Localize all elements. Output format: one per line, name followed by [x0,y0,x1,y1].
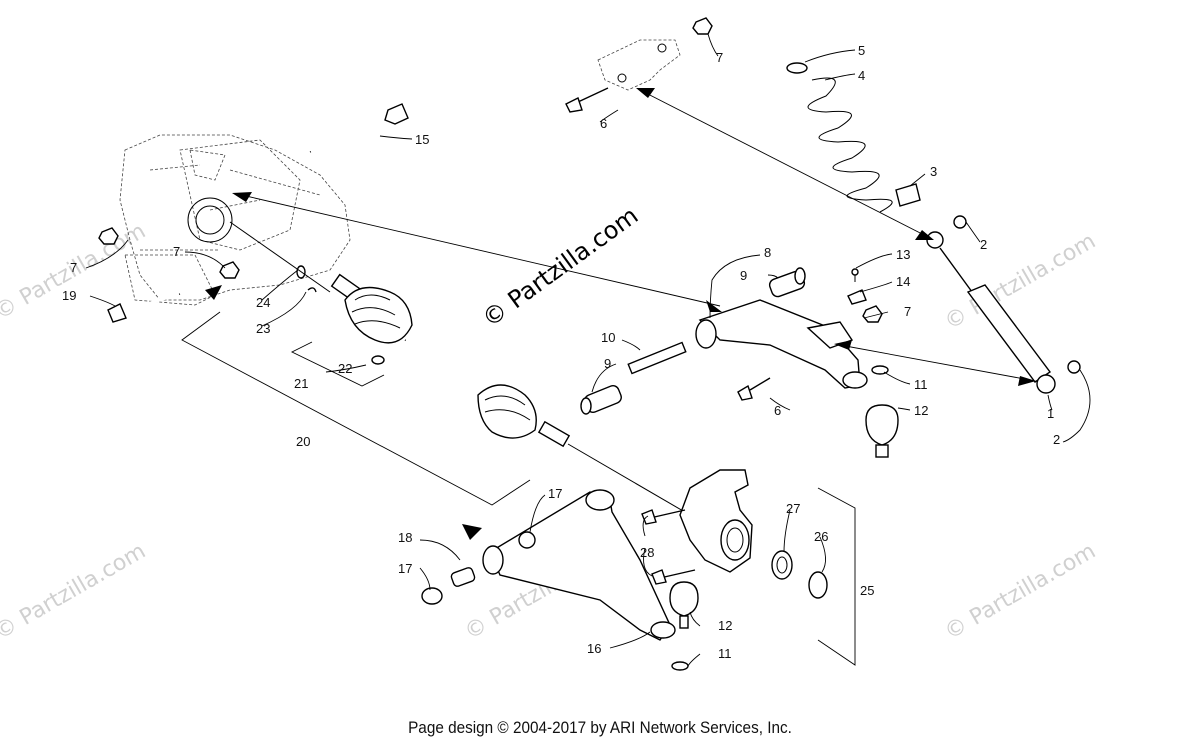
callout-24: 24 [256,295,270,310]
bearing-27 [771,550,793,580]
direction-arrow [205,285,222,300]
bushing-2-top [953,215,967,229]
callout-labels: 15 7 6 5 4 3 2 13 14 7 11 12 8 9 10 9 6 … [62,43,1060,661]
faint-watermark: © Partzilla.com [0,539,150,646]
callout-25: 25 [860,583,874,598]
callout-14: 14 [896,274,910,289]
snap-ring-26 [808,571,828,599]
bolt-19 [107,292,181,323]
partzilla-watermark: © Partzilla.com [477,201,643,333]
bushing-17-top [518,531,536,549]
group-bracket-21 [290,341,385,387]
callout-7-top: 7 [716,50,723,65]
shock-absorber-1 [926,231,1056,394]
callout-12-top: 12 [914,403,928,418]
callout-18: 18 [398,530,412,545]
callout-7-mid: 7 [173,244,180,259]
bushing-9-top [768,267,806,298]
nut-7-arm [862,305,883,323]
bolt-6-top [565,87,609,113]
callout-2-bottom: 2 [1053,432,1060,447]
bolt-6-mid [737,377,771,401]
callout-17-top: 17 [548,486,562,501]
clip-23 [307,287,317,293]
clip-14 [847,289,867,305]
nut-7-top [692,17,713,35]
spring-retainer-5 [786,62,808,74]
faint-watermark: © Partzilla.com [941,539,1101,646]
callout-26: 26 [814,529,828,544]
callout-15: 15 [415,132,429,147]
callout-10: 10 [601,330,615,345]
callout-23: 23 [256,321,270,336]
page-footer: Page design © 2004-2017 by ARI Network S… [408,718,792,737]
snap-ring-11-bottom [671,661,689,671]
callout-13: 13 [896,247,910,262]
callout-11-top: 11 [914,377,928,392]
callout-20: 20 [296,434,310,449]
bolt-15 [309,103,409,154]
callout-3: 3 [930,164,937,179]
callout-2-top: 2 [980,237,987,252]
leader-lines [85,33,1091,667]
callout-9-top: 9 [740,268,747,283]
callout-22: 22 [338,361,352,376]
bushing-9-bottom [580,385,622,415]
bolt-28-top [641,509,686,525]
callout-5: 5 [858,43,865,58]
ball-joint-12-top [865,404,899,458]
group-bracket-25 [817,487,856,666]
spring-collar-3 [895,183,921,207]
group-bracket-20 [181,311,531,506]
coil-spring-4 [807,77,893,213]
ball-joint-12-bottom [669,581,699,629]
bushing-18 [450,567,476,587]
callout-16: 16 [587,641,601,656]
lower-a-arm-16 [482,489,676,641]
sleeve-10 [627,341,687,375]
callout-17-bottom: 17 [398,561,412,576]
callout-6-top: 6 [600,116,607,131]
callout-7-arm: 7 [904,304,911,319]
callout-1: 1 [1047,406,1054,421]
callout-21: 21 [294,376,308,391]
drive-axle-20 [229,221,691,516]
callout-28: 28 [640,545,654,560]
bushing-17-bottom [421,587,443,605]
callout-19: 19 [62,288,76,303]
callout-27: 27 [786,501,800,516]
direction-arrow [462,524,482,540]
callout-9-bottom: 9 [604,356,611,371]
callout-7-left: 7 [70,260,77,275]
callout-11-bottom: 11 [718,646,732,661]
bolt-28-bottom [651,569,696,585]
callout-8: 8 [764,245,771,260]
callout-12-bottom: 12 [718,618,732,633]
steering-knuckle [679,469,753,573]
clip-22 [371,355,385,365]
nut-7-left [98,227,119,245]
screw-13 [851,268,859,282]
bushing-2-bottom [1067,360,1081,374]
shock-bracket [597,39,681,91]
frame-assembly [119,134,351,306]
callout-6-mid: 6 [774,403,781,418]
nut-7-mid [219,261,240,279]
callout-4: 4 [858,68,865,83]
